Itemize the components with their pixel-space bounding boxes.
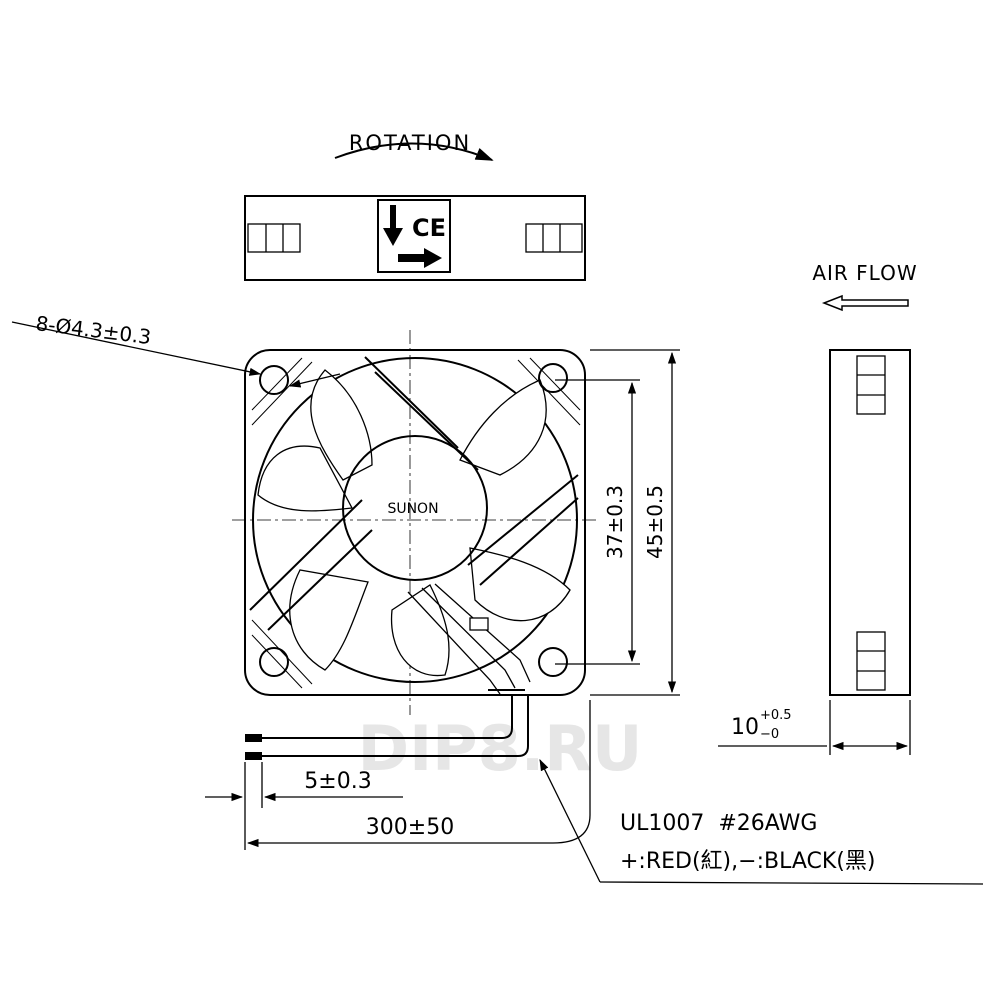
- dim-thickness-base: 10: [731, 715, 759, 740]
- venturi-ring: [252, 357, 578, 683]
- rotation-arrow: [334, 142, 494, 161]
- mounting-holes: [259, 363, 568, 677]
- dim-strip-label: 5±0.3: [304, 769, 371, 794]
- wire-channel: [407, 583, 531, 695]
- wire-spec-label: UL1007 #26AWG: [620, 811, 817, 836]
- airflow-arrow-icon: [821, 294, 909, 312]
- arrow-right-icon: [424, 248, 442, 268]
- top-view-outline: [244, 195, 586, 281]
- brand-label: SUNON: [387, 501, 438, 517]
- wire-leads: 5±0.3 300±50 UL1007 #26AWG +:RED(紅),−:BL…: [205, 694, 984, 885]
- fan-hub: [342, 435, 488, 581]
- airflow-label: AIR FLOW: [812, 261, 917, 285]
- ce-label: CE: [377, 199, 451, 273]
- watermark: DIP8.RU: [358, 712, 643, 785]
- top-view: ROTATION CE: [244, 131, 586, 281]
- dim-lead-label: 300±50: [366, 815, 454, 840]
- side-view-outline: [829, 349, 911, 696]
- front-view: SUNON 8-Ø4.3±0.3: [11, 311, 598, 715]
- ce-mark-icon: CE: [412, 214, 446, 242]
- hole-spec-label: 8-Ø4.3±0.3: [34, 311, 152, 349]
- dim-thickness-minus: −0: [760, 727, 779, 742]
- dim-thickness-plus: +0.5: [760, 708, 792, 723]
- dim-outer-label: 45±0.5: [643, 485, 667, 559]
- side-view: 10 +0.5 −0: [718, 349, 911, 755]
- dim-inner-label: 37±0.3: [603, 485, 627, 559]
- airflow-indicator: AIR FLOW: [812, 261, 917, 312]
- wire-colors-label: +:RED(紅),−:BLACK(黑): [620, 849, 875, 874]
- arrow-down-icon: [383, 228, 403, 246]
- vertical-dimensions: 37±0.3 45±0.5: [555, 349, 680, 696]
- fan-frame: [244, 349, 586, 696]
- rotation-label: ROTATION: [349, 131, 471, 155]
- fan-blades: [257, 369, 571, 677]
